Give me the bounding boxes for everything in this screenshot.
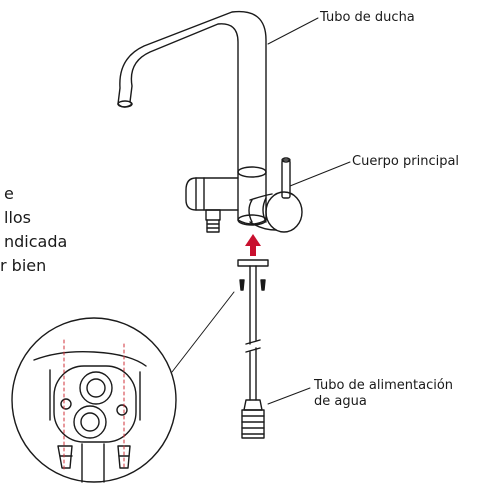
side-text-line3: ndicada	[4, 232, 68, 251]
detail-guide-lines	[63, 339, 125, 471]
label-supply-tube-line2: de agua	[314, 394, 367, 409]
label-main-body: Cuerpo principal	[352, 154, 460, 169]
label-shower-tube: Tubo de ducha	[320, 10, 415, 25]
side-text-line4: r bien	[0, 256, 47, 275]
side-text-line1: e	[4, 184, 14, 203]
insertion-arrow	[245, 234, 261, 256]
main-body	[185, 157, 303, 233]
spout-tube	[117, 10, 267, 173]
supply-tube	[237, 259, 269, 439]
detail-magnifier	[11, 317, 177, 483]
mounting-screws	[239, 279, 266, 291]
leader-lines	[171, 17, 351, 405]
side-text-line2: llos	[4, 208, 32, 227]
label-supply-tube-line1: Tubo de alimentación	[314, 378, 454, 393]
